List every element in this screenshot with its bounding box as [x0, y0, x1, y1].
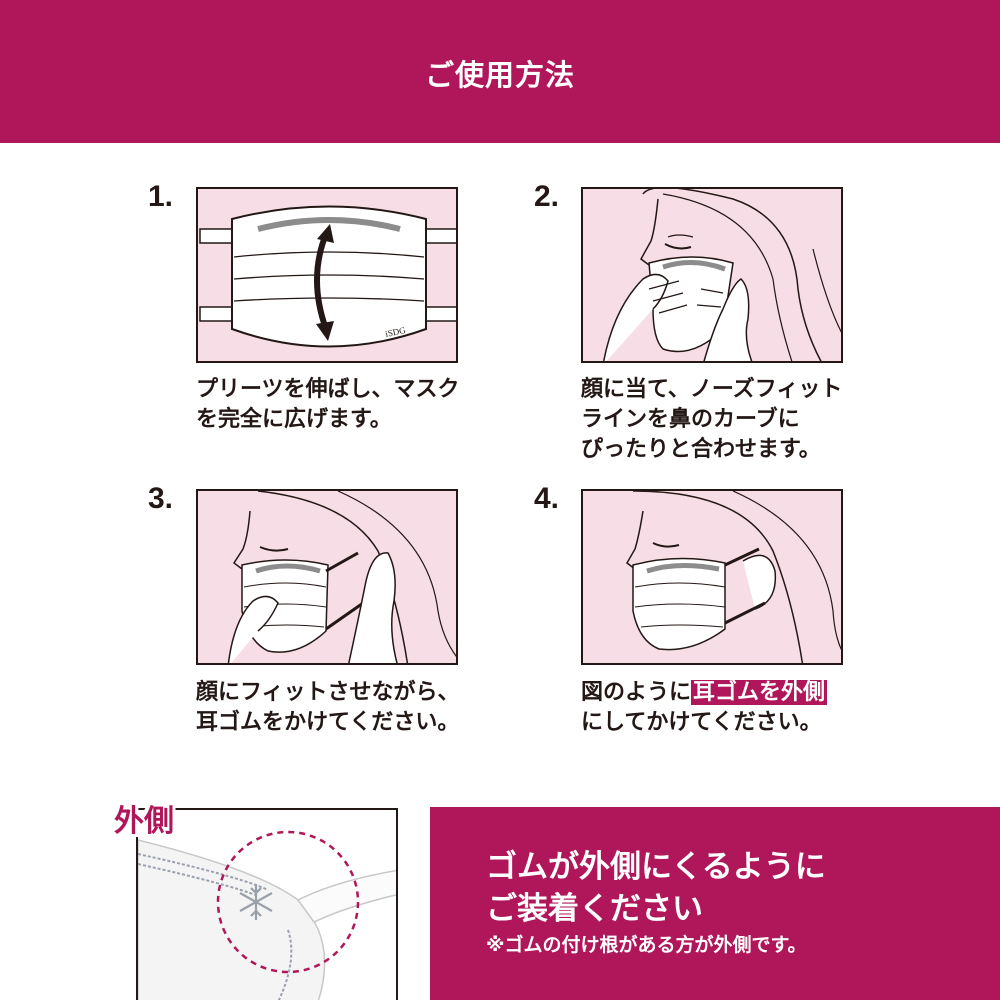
- caption-line: 耳ゴムをかけてください。: [196, 710, 460, 735]
- note-main-text: ゴムが外側にくるように ご装着ください: [486, 846, 826, 930]
- loop-detail-illustration: [136, 808, 398, 1000]
- step-2-caption: 顔に当て、ノーズフィット ラインを鼻のカーブに ぴったりと合わせます。: [581, 375, 842, 465]
- step-1-caption: プリーツを伸ばし、マスク を完全に広げます。: [196, 375, 460, 435]
- header-bar: [0, 0, 1000, 143]
- step-4-caption: 図のように耳ゴムを外側 にしてかけてください。: [581, 678, 828, 738]
- step-4-number: 4.: [534, 482, 560, 515]
- caption-line: 顔にフィットさせながら、: [196, 680, 460, 705]
- caption-line: プリーツを伸ばし、マスク: [196, 377, 460, 402]
- step-2-illustration: [581, 187, 843, 363]
- note-sub-text: ※ゴムの付け根がある方が外側です。: [486, 934, 807, 956]
- step-4-illustration: [581, 489, 843, 665]
- snowflake-icon: [239, 884, 273, 920]
- caption-line: ぴったりと合わせます。: [581, 437, 821, 462]
- caption-line: 顔に当て、ノーズフィット: [581, 377, 843, 402]
- highlight-outer-loop: 耳ゴムを外側: [691, 680, 828, 705]
- outer-side-label: 外側: [114, 804, 174, 839]
- step-3-caption: 顔にフィットさせながら、 耳ゴムをかけてください。: [196, 678, 460, 738]
- note-box: [430, 807, 1000, 1000]
- note-line: ご装着ください: [486, 891, 703, 927]
- step-3-illustration: [196, 489, 458, 665]
- step-1-number: 1.: [148, 180, 174, 213]
- step-1-illustration: iSDG: [196, 187, 458, 363]
- step-2-number: 2.: [534, 180, 560, 213]
- caption-line: 図のように耳ゴムを外側: [581, 680, 828, 705]
- note-line: ゴムが外側にくるように: [486, 849, 826, 885]
- caption-line: にしてかけてください。: [581, 710, 822, 735]
- caption-line: を完全に広げます。: [196, 407, 392, 432]
- mask-logo: iSDG: [384, 325, 407, 339]
- caption-line: ラインを鼻のカーブに: [581, 407, 800, 432]
- page-title: ご使用方法: [424, 58, 575, 92]
- step-3-number: 3.: [148, 482, 174, 515]
